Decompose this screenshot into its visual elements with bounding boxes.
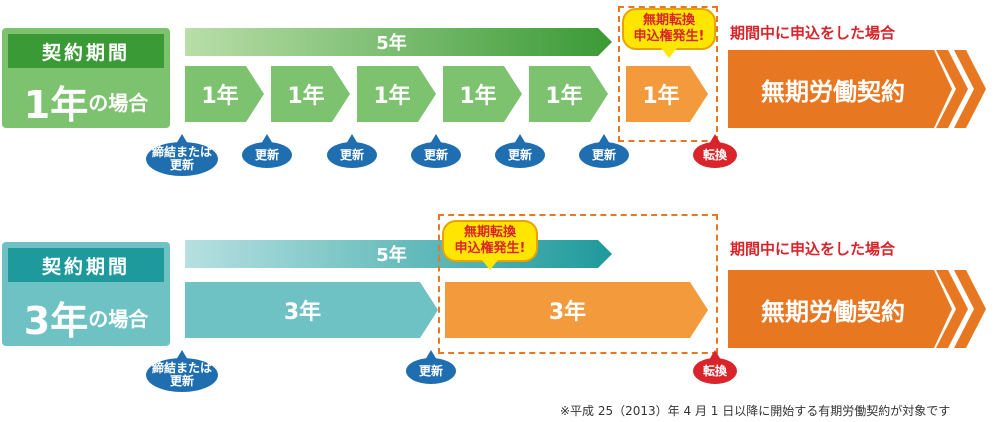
case1-period-label-box: 契約期間 [8,34,164,68]
case2-bubble-2: 更新 [406,350,456,384]
case1-callout-line2: 申込権発生! [633,29,705,44]
case1-final-segment [626,66,708,122]
case1-chevron-1 [936,50,968,128]
case1-segment-label-4: 1年 [459,84,497,109]
case2-dashed-frame [438,214,718,354]
case1-bubble-6: 更新 [579,134,629,168]
case1-period-value-box: 1年 の場合 [2,74,170,128]
case1-segment-label-5: 1年 [545,84,583,109]
case1-segment-2 [271,66,350,122]
case1-dashed-frame [618,6,718,142]
case2-period-label: 契約期間 [41,255,130,278]
case2-result-label: 無期労働契約 [761,297,905,326]
case2-period-value-box: 3年 の場合 [2,288,170,346]
case2-callout-line1: 無期転換 [463,225,516,240]
case2-segment-1 [185,282,438,338]
case1-callout: 無期転換申込権発生! [622,8,716,58]
case1-final-segment-label: 1年 [642,84,680,109]
case1-bubble-4: 更新 [411,134,461,168]
case1-segment-4 [443,66,522,122]
case2-bubble-1: 締結または更新 [146,350,218,392]
case2-result-arrow [728,270,952,348]
case1-five-year-label: 5年 [376,33,407,54]
case1-segment-3 [357,66,436,122]
case1-segment-label-2: 1年 [287,84,325,109]
case1-bubble-2: 更新 [242,134,292,168]
case2-period-box: 契約期間 3年 の場合 [2,242,170,346]
case1-period-suffix: の場合 [88,90,149,115]
case1-result-label: 無期労働契約 [761,77,905,106]
case1-segment-1 [185,66,264,122]
case2-callout: 無期転換申込権発生! [442,220,538,270]
case1-segment-5 [529,66,608,122]
case2-caption: 期間中に申込をした場合 [730,240,896,258]
case2-segment-label-2: 3年 [548,300,587,325]
case1-five-year-arrow [185,28,612,56]
case1-bubble-7: 転換 [693,134,737,168]
case2-segment-2 [445,282,708,338]
case2-period-value: 3年 [23,298,89,343]
case2-segment-label-1: 3年 [283,300,322,325]
case1-segment-label-1: 1年 [201,84,239,109]
case2-chevron-1 [936,270,968,348]
case1-segment-label-3: 1年 [373,84,411,109]
case2-period-label-box: 契約期間 [8,248,164,282]
case1-diagram-svg [185,28,986,128]
case2-callout-line2: 申込権発生! [454,241,526,256]
case1-callout-line1: 無期転換 [642,13,695,28]
case1-chevron-2 [954,50,986,128]
case2-bubble-3: 転換 [693,350,737,384]
case1-period-box: 契約期間 1年 の場合 [2,28,170,128]
case1-caption: 期間中に申込をした場合 [730,24,896,42]
case1-period-label: 契約期間 [41,41,130,64]
case1-bubble-5: 更新 [495,134,545,168]
footnote: ※平成 25（2013）年 4 月 1 日以降に開始する有期労働契約が対象です [560,404,951,418]
case1-result-arrow [728,50,952,128]
case2-chevron-2 [954,270,986,348]
case1-bubble-3: 更新 [327,134,377,168]
case1-bubble-1: 締結または更新 [146,134,218,176]
case1-period-value: 1年 [23,82,89,127]
case2-period-suffix: の場合 [88,306,149,331]
case2-five-year-label: 5年 [376,245,407,266]
